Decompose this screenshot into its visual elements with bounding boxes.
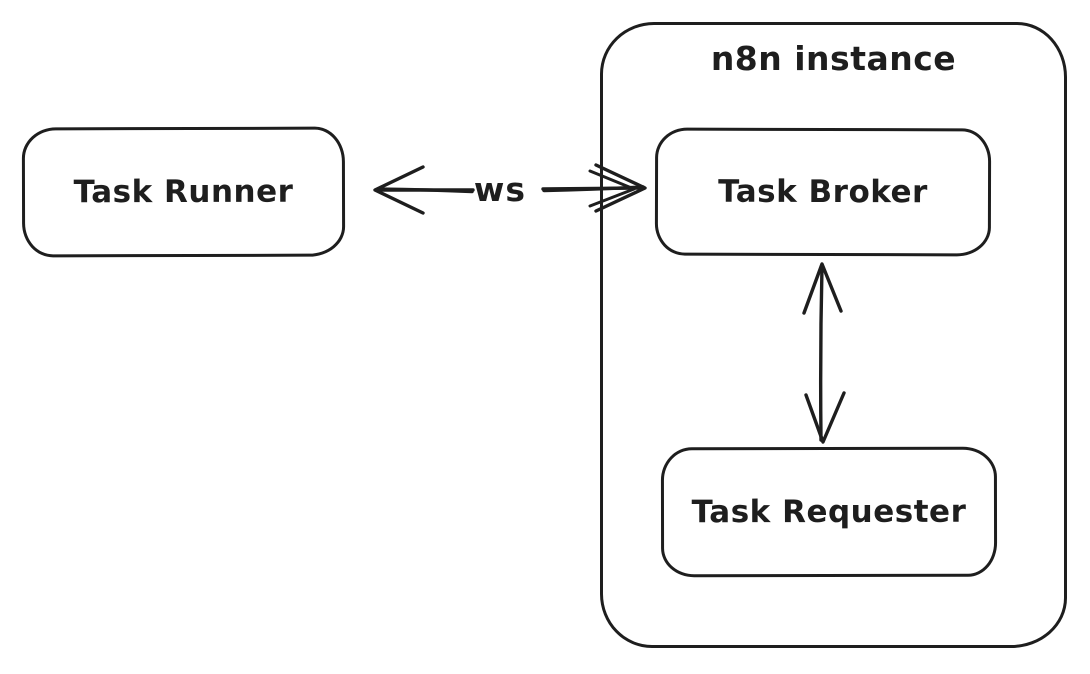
node-task-runner: Task Runner [21, 126, 346, 258]
edge-ws-label: ws [473, 170, 527, 209]
container-n8n-instance: n8n instance [600, 22, 1067, 648]
container-n8n-instance-label: n8n instance [710, 39, 957, 78]
edge-ws-left-arrow [373, 165, 475, 215]
arrowhead-left-icon [373, 165, 425, 215]
node-task-runner-label: Task Runner [73, 173, 294, 211]
node-task-requester: Task Requester [660, 446, 998, 578]
node-task-requester-label: Task Requester [691, 493, 967, 531]
node-task-broker-label: Task Broker [718, 173, 928, 211]
node-task-broker: Task Broker [654, 127, 992, 257]
arrow-shaft-sketch [376, 187, 474, 194]
